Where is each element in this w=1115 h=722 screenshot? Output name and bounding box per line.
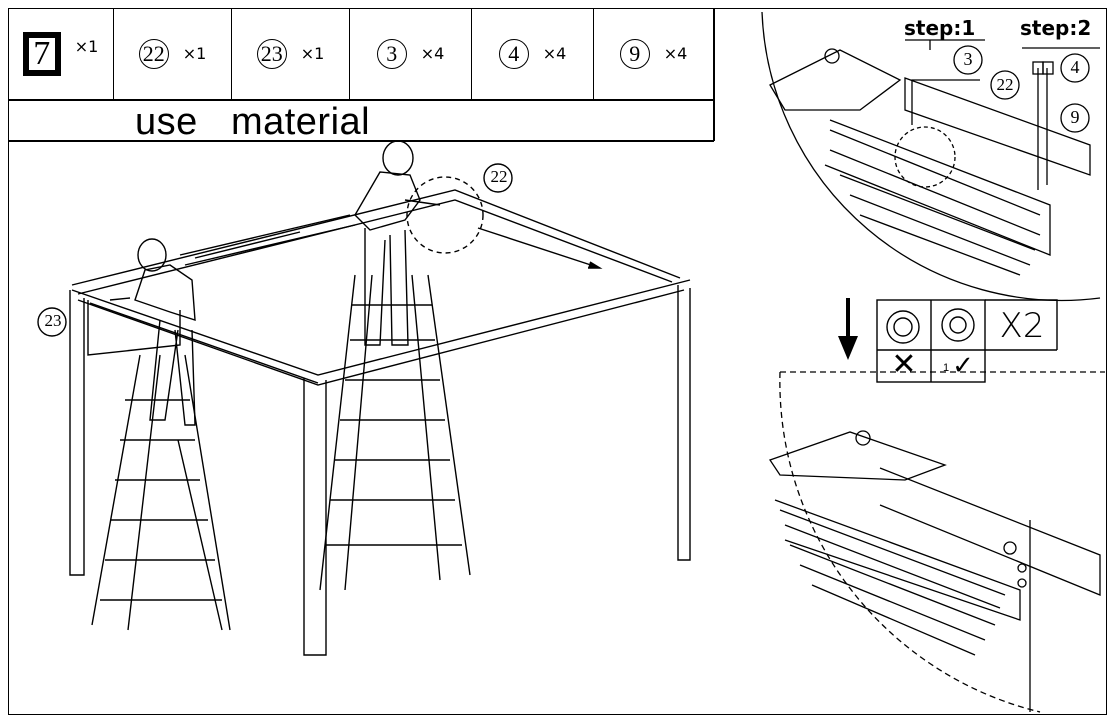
- material-cell-7: 7 ×1: [8, 8, 114, 99]
- down-arrow: [838, 298, 858, 360]
- material-cell-22: 22 ×1: [114, 8, 232, 99]
- callout-3-detail: 3: [963, 49, 973, 69]
- ladder-left: [91, 354, 231, 631]
- detail-leader-arrow: [477, 227, 601, 269]
- step-1-label: step:1: [904, 16, 976, 40]
- material-cell-4: 4 ×4: [472, 8, 594, 99]
- page-frame: [8, 8, 1107, 715]
- detail-callout-circle: [406, 176, 484, 254]
- part-3-qty: ×4: [420, 44, 445, 63]
- part-4-qty: ×4: [542, 44, 567, 63]
- part-3-number: 3: [376, 38, 407, 69]
- callout-22-main: 22: [490, 167, 508, 186]
- header-divider: [8, 99, 714, 101]
- use-material-label: use material: [135, 101, 371, 143]
- ladder-right: [319, 274, 471, 591]
- callout-23-main: 23: [44, 311, 62, 330]
- part-7-badge: 7: [22, 31, 61, 76]
- pergola-leg-right: [677, 285, 691, 561]
- nut-multiplier: X2: [999, 306, 1045, 346]
- nut-table: [876, 299, 1058, 383]
- wrong-nut-mark: ✕: [891, 347, 917, 382]
- header-right-border: [713, 8, 715, 141]
- part-9-number: 9: [619, 38, 650, 69]
- worker-left-figure: [109, 238, 196, 426]
- step-2-label: step:2: [1020, 16, 1092, 40]
- part-9-qty: ×4: [663, 44, 688, 63]
- part-7-qty: ×1: [74, 37, 99, 56]
- worker-right-figure: [354, 140, 441, 346]
- callout-22-detail: 22: [996, 75, 1014, 94]
- callout-9-detail: 9: [1070, 107, 1080, 127]
- part-23-number: 23: [256, 38, 287, 69]
- material-cell-23: 23 ×1: [232, 8, 350, 99]
- pergola-front-beam: [71, 279, 691, 376]
- detail-view-top: [761, 11, 1101, 302]
- part-23-qty: ×1: [300, 44, 325, 63]
- pergola-leg-left: [69, 290, 85, 576]
- part-22-number: 22: [138, 38, 169, 69]
- detail-view-bottom: [768, 371, 1105, 713]
- header-bottom-line: [8, 140, 714, 142]
- right-nut-index: 1: [942, 362, 950, 374]
- callout-4-detail: 4: [1070, 57, 1080, 77]
- pergola-back-beam: [71, 189, 681, 286]
- part-22-qty: ×1: [182, 44, 207, 63]
- pergola-leg-front: [303, 378, 327, 656]
- part-4-number: 4: [498, 38, 529, 69]
- right-nut-mark: ✓: [952, 351, 974, 381]
- material-cell-3: 3 ×4: [350, 8, 472, 99]
